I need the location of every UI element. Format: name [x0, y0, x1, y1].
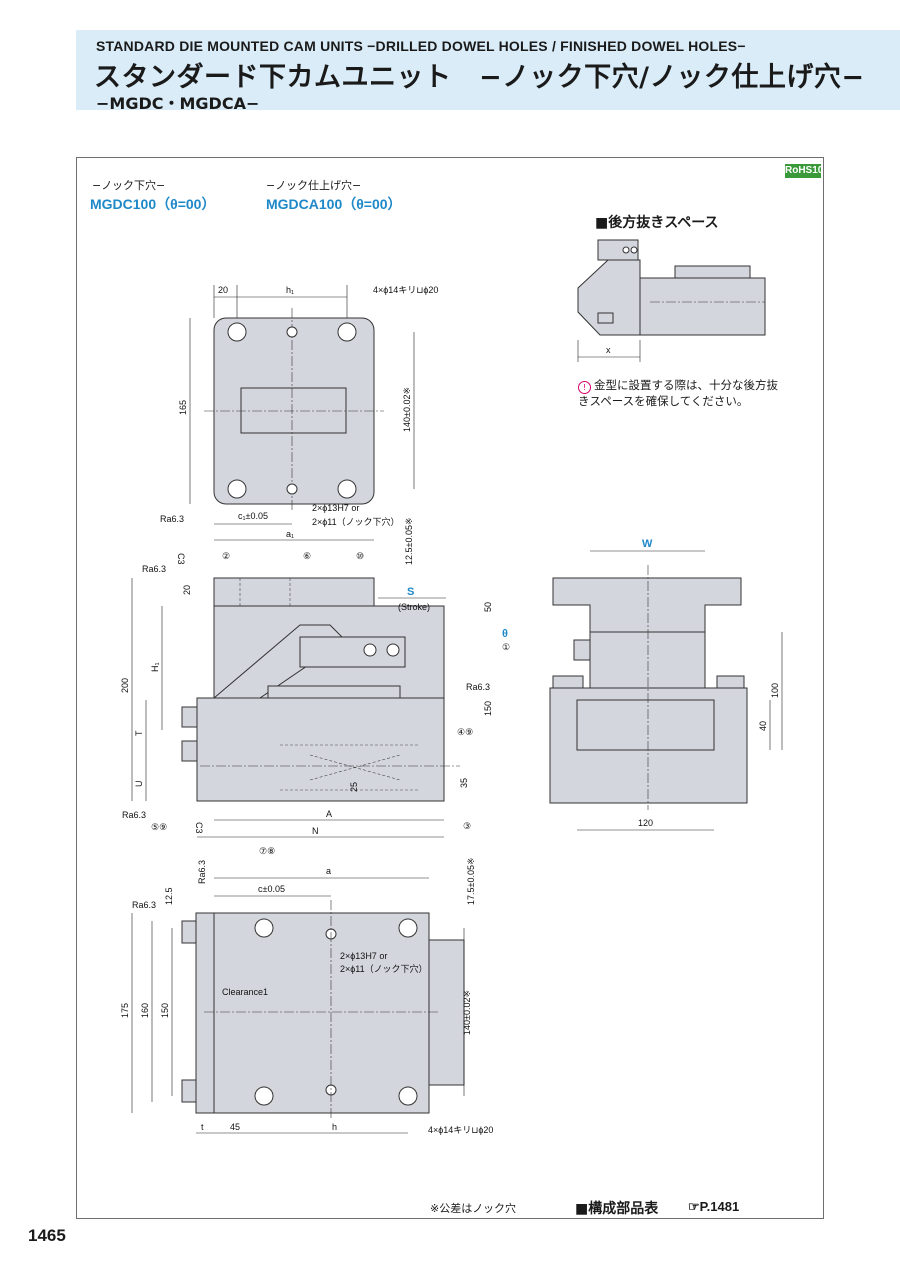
bottom-dowel-1: 2×ϕ13H7 or: [340, 951, 387, 961]
callout-6: ⑥: [303, 551, 311, 561]
bottom-rail: [428, 939, 465, 1086]
callout-3: ③: [463, 821, 471, 831]
top-dim-140: 140±0.02※: [402, 387, 412, 432]
top-slot: [240, 387, 347, 434]
bottom-side-plate: [195, 912, 215, 1114]
callout-4-9: ④⑨: [457, 727, 473, 737]
side-dim-W: W: [642, 538, 653, 550]
rear-space-note: !金型に設置する際は、十分な後方抜きスペースを確保してください。: [578, 378, 788, 409]
front-ra-top: Ra6.3: [142, 564, 166, 574]
top-dim-12-5: 12.5±0.05※: [404, 517, 414, 565]
bottom-body: [213, 912, 430, 1114]
bottom-clearance: Clearance1: [222, 987, 268, 997]
front-dim-T: T: [134, 730, 144, 736]
bottom-hole-note: 4×ϕ14キリ⊔ϕ20: [428, 1125, 493, 1135]
rear-space-note-text: 金型に設置する際は、十分な後方抜きスペースを確保してください。: [578, 378, 778, 408]
tolerance-note: ※公差はノック穴: [430, 1202, 516, 1215]
side-dim-40: 40: [758, 721, 768, 731]
bottom-dim-150: 150: [160, 1003, 170, 1018]
callout-2: ②: [222, 551, 230, 561]
drawing-frame: [76, 157, 824, 1219]
front-c3-bottom: C3: [194, 822, 204, 834]
bottom-dim-160: 160: [140, 1003, 150, 1018]
top-dowel-2: 2×ϕ11（ノック下穴）: [312, 516, 399, 527]
front-c3-top: C3: [176, 553, 186, 565]
callout-10: ⑩: [356, 551, 364, 561]
rear-space-title: ■後方抜きスペース: [595, 215, 719, 231]
front-retainer: [267, 685, 401, 699]
front-dim-A: A: [326, 809, 332, 819]
front-dim-25: 25: [349, 782, 359, 792]
front-top-plate: [213, 577, 375, 607]
bottom-dim-175: 175: [120, 1003, 130, 1018]
page-header: STANDARD DIE MOUNTED CAM UNITS −DRILLED …: [76, 30, 900, 113]
variant-code-mgdc[interactable]: MGDC100（θ=00）: [90, 196, 216, 212]
rear-space-diagram: x: [577, 239, 766, 362]
callout-1: ①: [502, 642, 510, 652]
front-dim-H1: H₁: [150, 662, 160, 672]
bottom-dim-45: 45: [230, 1122, 240, 1132]
parts-table-title: ■構成部品表: [575, 1201, 659, 1217]
bottom-dim-17-5: 17.5±0.05※: [466, 857, 476, 905]
front-dim-20: 20: [182, 585, 192, 595]
side-dim-120: 120: [638, 818, 653, 828]
top-dim-h1: h₁: [286, 285, 294, 295]
bottom-ra-top: Ra6.3: [197, 860, 207, 884]
side-inner: [576, 699, 715, 751]
side-view: W 100 40 120: [549, 538, 783, 831]
top-dim-a1: a₁: [286, 529, 294, 539]
front-dim-150: 150: [483, 701, 493, 716]
top-view: 20 h₁ 4×ϕ14キリ⊔ϕ20 165 140±0.02※ Ra6.3 c₁…: [160, 285, 438, 565]
top-ra: Ra6.3: [160, 514, 184, 524]
top-dowel-1: 2×ϕ13H7 or: [312, 503, 359, 513]
front-stroke: (Stroke): [398, 602, 430, 612]
front-dim-S: S: [407, 586, 414, 598]
top-dim-c1: c₁±0.05: [238, 511, 268, 521]
bottom-dim-12-5: 12.5: [164, 887, 174, 905]
variant-label-finished: −ノック仕上げ穴−: [266, 179, 362, 192]
rear-cam-body: [577, 259, 641, 336]
top-dim-165: 165: [178, 400, 188, 415]
bottom-dim-t: t: [201, 1122, 204, 1132]
side-body: [589, 631, 706, 689]
front-dim-U: U: [134, 781, 144, 788]
front-ra-bottom: Ra6.3: [122, 810, 146, 820]
front-dim-200: 200: [120, 678, 130, 693]
bottom-dim-140: 140±0.02※: [462, 990, 472, 1035]
parts-table-link[interactable]: ☞P.1481: [688, 1199, 740, 1214]
bottom-view: Ra6.3 a c±0.05 17.5±0.05※ Ra6.3 12.5 2×ϕ…: [120, 857, 493, 1135]
rear-top-plate: [674, 265, 751, 279]
front-dim-50: 50: [483, 602, 493, 612]
front-view: Ra6.3 C3 20 200 H₁ T U S (Stroke) 50 θ R…: [120, 551, 510, 856]
variant-code-mgdca[interactable]: MGDCA100（θ=00）: [266, 196, 402, 212]
rohs-badge: RoHS10: [785, 164, 824, 178]
bottom-dim-a: a: [326, 866, 331, 876]
bottom-dim-c: c±0.05: [258, 884, 285, 894]
callout-7-8: ⑦⑧: [259, 846, 275, 856]
bottom-dim-h: h: [332, 1122, 337, 1132]
rear-bolt: [597, 312, 614, 324]
title-english: STANDARD DIE MOUNTED CAM UNITS −DRILLED …: [96, 38, 746, 54]
front-dim-35: 35: [459, 778, 469, 788]
variant-label-drilled: −ノック下穴−: [92, 179, 166, 192]
top-hole-note: 4×ϕ14キリ⊔ϕ20: [373, 285, 438, 295]
front-dim-N: N: [312, 826, 319, 836]
bottom-ra-left: Ra6.3: [132, 900, 156, 910]
rear-die-block: [639, 277, 766, 336]
top-dim-20: 20: [218, 285, 228, 295]
bottom-dowel-2: 2×ϕ11（ノック下穴）: [340, 963, 427, 974]
front-ra-right: Ra6.3: [466, 682, 490, 692]
side-dim-100: 100: [770, 683, 780, 698]
model-codes: −MGDC・MGDCA−: [96, 94, 260, 113]
front-cam-driver: [196, 697, 445, 802]
front-theta: θ: [502, 628, 508, 640]
side-top-plate: [552, 577, 742, 633]
rear-space-dim: x: [606, 345, 611, 355]
title-japanese: スタンダード下カムユニット −ノック下穴/ノック仕上げ穴−: [94, 62, 865, 93]
callout-5-9: ⑤⑨: [151, 822, 167, 832]
page-number: 1465: [28, 1226, 66, 1245]
